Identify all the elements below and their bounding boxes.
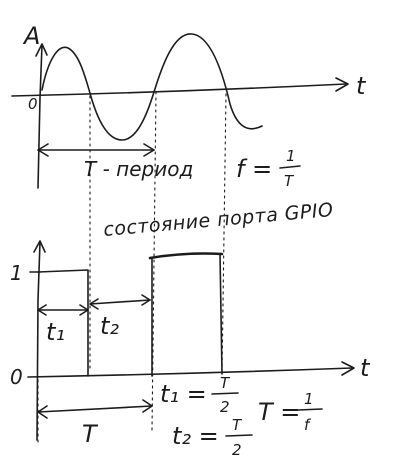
formula-t2-numerator: T bbox=[232, 416, 243, 434]
high-level-label: 1 bbox=[10, 261, 23, 285]
pulse-2-sides bbox=[151, 253, 223, 377]
top-y-axis bbox=[37, 44, 43, 189]
top-x-axis-arrowhead bbox=[335, 77, 349, 92]
t1-label: t₁ bbox=[46, 318, 65, 346]
bottom-y-axis bbox=[36, 241, 41, 441]
top-y-axis-label: A bbox=[22, 22, 40, 50]
formula-t1-fraction-bar bbox=[211, 392, 239, 395]
bottom-x-axis-arrowhead bbox=[341, 361, 355, 376]
top-origin-label: 0 bbox=[28, 95, 38, 113]
formula-T-lhs: T = bbox=[258, 398, 300, 426]
period-arrow-top-left-head bbox=[37, 143, 49, 157]
sine-wave bbox=[41, 33, 263, 141]
frequency-numerator: 1 bbox=[286, 147, 296, 165]
period-arrow-top-right-head bbox=[143, 143, 155, 157]
period-arrow-bottom bbox=[37, 405, 153, 413]
bottom-graph: состояние порта GPIO t 1 0 t₁ t₂ T bbox=[10, 199, 371, 459]
period-label-bottom: T bbox=[82, 420, 99, 448]
period-arrow-bottom-left-head bbox=[37, 405, 48, 419]
t2-label: t₂ bbox=[100, 312, 119, 340]
formula-t2-lhs: t₂ = bbox=[172, 422, 219, 450]
formula-T-numerator: 1 bbox=[304, 390, 314, 408]
t1-arrow-right-head bbox=[79, 304, 89, 316]
gpio-state-title: состояние порта GPIO bbox=[103, 199, 335, 241]
top-graph: A t 0 T - период f = 1 T bbox=[11, 22, 367, 431]
period-label-top: T - период bbox=[84, 157, 193, 181]
period-arrow-bottom-right-head bbox=[142, 399, 153, 413]
t2-arrow-left-head bbox=[89, 298, 99, 310]
formula-T-fraction-bar bbox=[297, 408, 323, 411]
t2-arrow-right-head bbox=[141, 294, 151, 306]
t1-arrow-left-head bbox=[37, 304, 47, 316]
formula-t1-lhs: t₁ = bbox=[160, 380, 207, 408]
bottom-y-axis-arrowhead bbox=[33, 240, 46, 253]
bottom-origin-label: 0 bbox=[10, 365, 23, 389]
top-y-axis-arrowhead bbox=[35, 43, 48, 57]
formula-T-denominator: f bbox=[304, 416, 312, 434]
t2-arrow bbox=[89, 299, 151, 305]
pulse-1 bbox=[37, 269, 89, 377]
formula-t1-denominator: 2 bbox=[220, 398, 230, 416]
frequency-denominator: T bbox=[284, 172, 295, 190]
formula-t2-denominator: 2 bbox=[232, 441, 242, 459]
formula-t1-numerator: T bbox=[220, 374, 231, 392]
frequency-fraction-bar bbox=[279, 165, 301, 169]
frequency-lhs: f = bbox=[236, 155, 272, 183]
pulse-2-top bbox=[148, 252, 224, 260]
top-x-axis-label: t bbox=[356, 72, 367, 100]
bottom-x-axis-label: t bbox=[360, 354, 371, 382]
top-x-axis bbox=[11, 83, 347, 97]
top-dashed-line-3 bbox=[221, 93, 227, 375]
bottom-x-axis bbox=[27, 367, 353, 378]
formula-t2-fraction-bar bbox=[225, 434, 253, 437]
